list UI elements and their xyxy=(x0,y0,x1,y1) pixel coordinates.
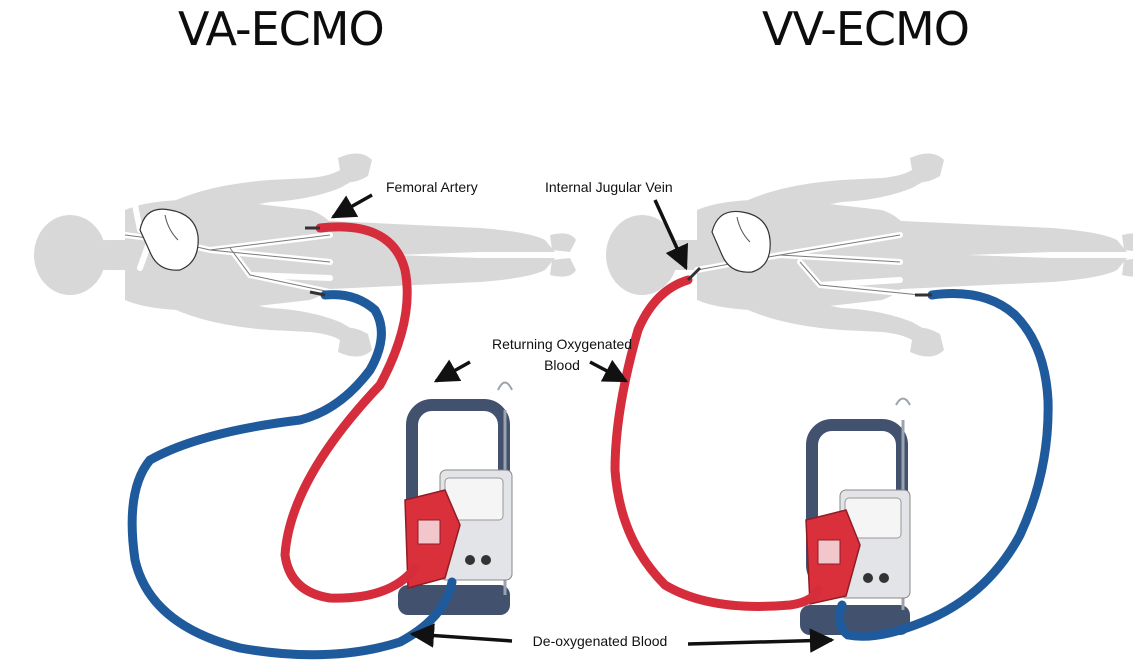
label-internal-jugular-vein: Internal Jugular Vein xyxy=(545,179,673,195)
right-oxygenated-cannula xyxy=(615,280,818,606)
label-femoral-artery: Femoral Artery xyxy=(386,179,478,195)
right-patient-silhouette xyxy=(606,153,1133,356)
arrow-returning-right xyxy=(590,362,626,381)
arrow-deoxygenated-right xyxy=(688,640,832,644)
arrow-femoral-artery xyxy=(333,195,372,217)
label-returning-oxygenated: Returning Oxygenated xyxy=(492,336,632,352)
label-returning-blood: Blood xyxy=(544,357,580,373)
left-patient-silhouette xyxy=(34,153,576,356)
label-deoxygenated-blood: De-oxygenated Blood xyxy=(533,633,668,649)
arrow-returning-left xyxy=(436,362,470,381)
arrow-deoxygenated-left xyxy=(412,634,512,641)
right-ecmo-machine xyxy=(800,399,910,636)
